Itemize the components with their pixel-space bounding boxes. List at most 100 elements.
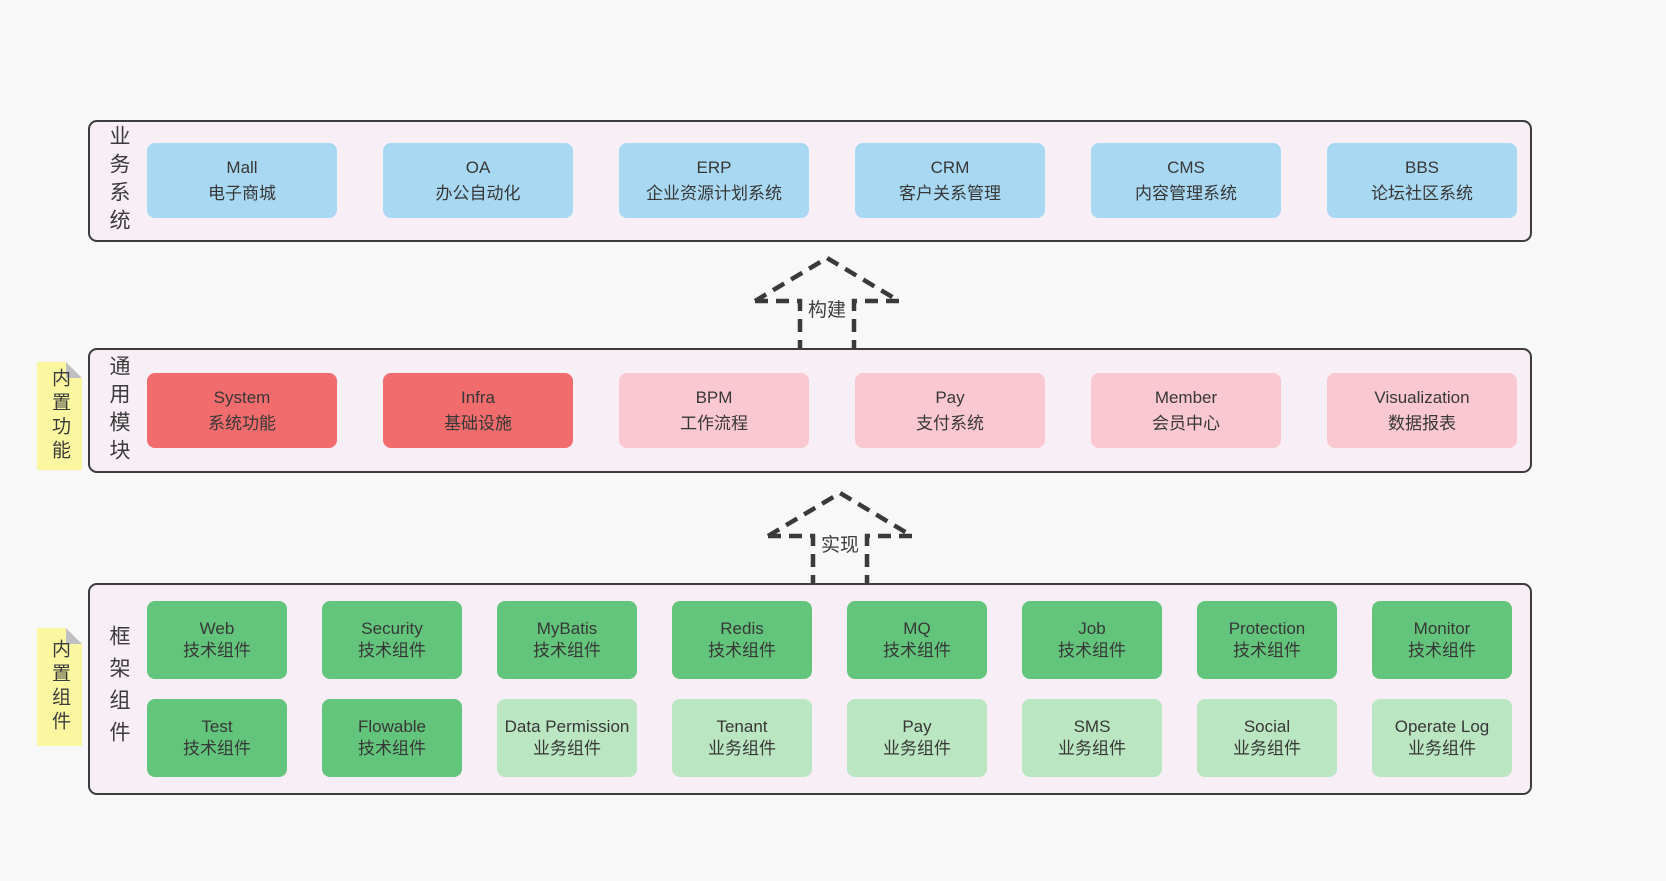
component-box-pay: Pay 支付系统 [855,373,1045,448]
component-name: Pay [935,388,965,407]
component-desc: 内容管理系统 [1135,183,1237,203]
component-box-mall: Mall 电子商城 [147,143,337,218]
component-box-erp: ERP 企业资源计划系统 [619,143,809,218]
tag-built-in-components-label: 内置组件 [49,639,70,735]
component-name: Tenant [716,716,768,736]
component-desc: 技术组件 [1408,641,1476,660]
component-box-sms: SMS 业务组件 [1022,699,1162,777]
component-box-bpm: BPM 工作流程 [619,373,809,448]
component-desc: 电子商城 [208,183,276,203]
component-desc: 办公自动化 [435,183,521,203]
component-desc: 企业资源计划系统 [646,183,782,203]
component-box-operate-log: Operate Log 业务组件 [1372,699,1512,777]
component-box-mq: MQ 技术组件 [847,601,987,679]
component-box-pay: Pay 业务组件 [847,699,987,777]
component-name: BBS [1404,158,1440,177]
build-arrow-label: 构建 [804,295,850,322]
layer-label-common-modules: 通用模块 [107,354,130,467]
component-desc: 技术组件 [183,739,251,758]
component-desc: 技术组件 [708,641,776,660]
implement-arrow-label: 实现 [817,530,863,557]
component-name: Pay [902,716,932,736]
component-name: Infra [460,388,496,407]
component-desc: 业务组件 [708,739,776,758]
component-name: OA [465,158,491,177]
component-desc: 会员中心 [1152,413,1220,433]
component-box-flowable: Flowable 技术组件 [322,699,462,777]
component-desc: 基础设施 [444,413,512,433]
component-name: Operate Log [1394,716,1490,736]
component-desc: 工作流程 [680,413,748,433]
component-desc: 论坛社区系统 [1371,183,1473,203]
layer-business-systems: 业务系统 Mall 电子商城 OA 办公自动化 ERP 企业资源计划系统 CRM 客户关系管理… [88,120,1532,242]
component-box-member: Member 会员中心 [1091,373,1281,448]
component-name: Member [1154,388,1218,407]
component-name: Redis [720,618,764,638]
component-name: Mall [226,158,258,177]
component-box-visualization: Visualization 数据报表 [1327,373,1517,448]
component-desc: 业务组件 [1058,739,1126,758]
implement-arrow [766,490,914,583]
component-desc: 业务组件 [1233,739,1301,758]
component-desc: 技术组件 [183,641,251,660]
component-box-system: System 系统功能 [147,373,337,448]
component-box-tenant: Tenant 业务组件 [672,699,812,777]
layer-common-modules: 通用模块 System 系统功能 Infra 基础设施 BPM 工作流程 Pay 支付系统 Me… [88,348,1532,473]
component-desc: 数据报表 [1388,413,1456,433]
component-box-social: Social 业务组件 [1197,699,1337,777]
layer-label-framework-components: 框架组件 [107,625,130,753]
component-name: Visualization [1374,388,1470,407]
component-box-protection: Protection 技术组件 [1197,601,1337,679]
component-box-infra: Infra 基础设施 [383,373,573,448]
component-box-crm: CRM 客户关系管理 [855,143,1045,218]
component-desc: 业务组件 [533,739,601,758]
component-desc: 技术组件 [1058,641,1126,660]
component-name: MyBatis [536,618,598,638]
component-box-bbs: BBS 论坛社区系统 [1327,143,1517,218]
component-name: Monitor [1413,618,1471,638]
component-name: SMS [1073,716,1111,736]
tag-built-in-features: 内置功能 [37,362,82,470]
component-box-web: Web 技术组件 [147,601,287,679]
component-name: CMS [1167,158,1205,177]
component-box-test: Test 技术组件 [147,699,287,777]
component-desc: 技术组件 [358,739,426,758]
component-desc: 业务组件 [883,739,951,758]
component-name: CRM [930,158,970,177]
component-box-data-permission: Data Permission 业务组件 [497,699,637,777]
component-name: Job [1078,618,1106,638]
component-box-redis: Redis 技术组件 [672,601,812,679]
component-desc: 支付系统 [916,413,984,433]
component-name: ERP [696,158,732,177]
build-arrow [753,255,901,348]
component-name: System [213,388,271,407]
component-name: Test [201,716,233,736]
component-name: Social [1243,716,1291,736]
component-box-oa: OA 办公自动化 [383,143,573,218]
component-box-monitor: Monitor 技术组件 [1372,601,1512,679]
component-name: Web [199,618,235,638]
component-desc: 技术组件 [1233,641,1301,660]
component-box-cms: CMS 内容管理系统 [1091,143,1281,218]
layer-label-business-systems: 业务系统 [107,125,130,237]
tag-built-in-features-label: 内置功能 [49,368,70,464]
component-desc: 业务组件 [1408,739,1476,758]
tag-built-in-components: 内置组件 [37,628,82,746]
component-name: Security [361,618,423,638]
component-name: Protection [1228,618,1306,638]
component-name: MQ [903,618,931,638]
component-desc: 技术组件 [883,641,951,660]
component-box-job: Job 技术组件 [1022,601,1162,679]
component-name: Data Permission [504,716,630,736]
component-name: Flowable [357,716,427,736]
component-name: BPM [695,388,733,407]
component-desc: 系统功能 [208,413,276,433]
common-modules-row: System 系统功能 Infra 基础设施 BPM 工作流程 Pay 支付系统 Member 会… [147,373,1517,448]
component-desc: 客户关系管理 [899,183,1001,203]
business-systems-row: Mall 电子商城 OA 办公自动化 ERP 企业资源计划系统 CRM 客户关系管理 CMS 内容… [147,143,1517,218]
